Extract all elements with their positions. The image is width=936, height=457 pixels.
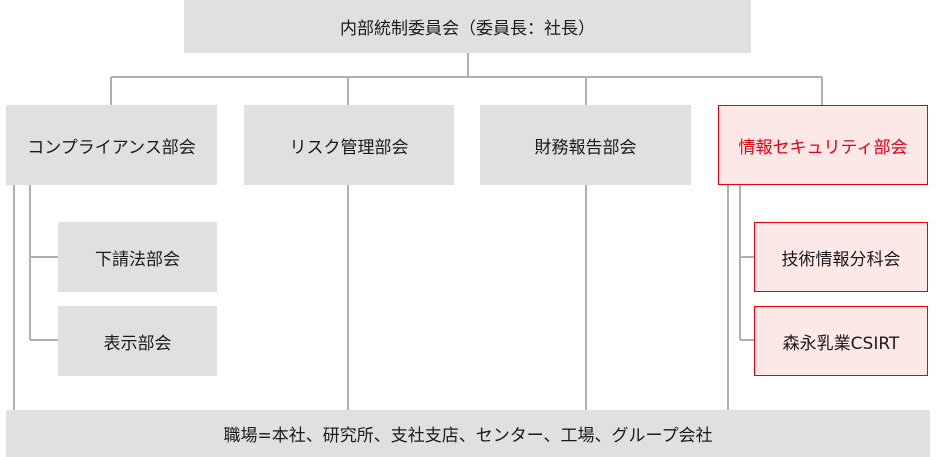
labeling-subcommittee-box: 表示部会 <box>58 306 217 376</box>
technical-info-subcommittee-box: 技術情報分科会 <box>754 222 928 292</box>
risk-management-committee-box: リスク管理部会 <box>244 105 454 185</box>
compliance-committee-box: コンプライアンス部会 <box>6 105 217 185</box>
root-committee-box: 内部統制委員会（委員長：社長） <box>184 0 751 53</box>
financial-reporting-committee-box: 財務報告部会 <box>480 105 691 185</box>
csirt-box: 森永乳業CSIRT <box>754 306 928 376</box>
workplace-bar: 職場=本社、研究所、支社支店、センター、工場、グループ会社 <box>6 410 930 457</box>
subcontract-act-subcommittee-box: 下請法部会 <box>58 222 217 292</box>
information-security-committee-box: 情報セキュリティ部会 <box>718 105 928 185</box>
